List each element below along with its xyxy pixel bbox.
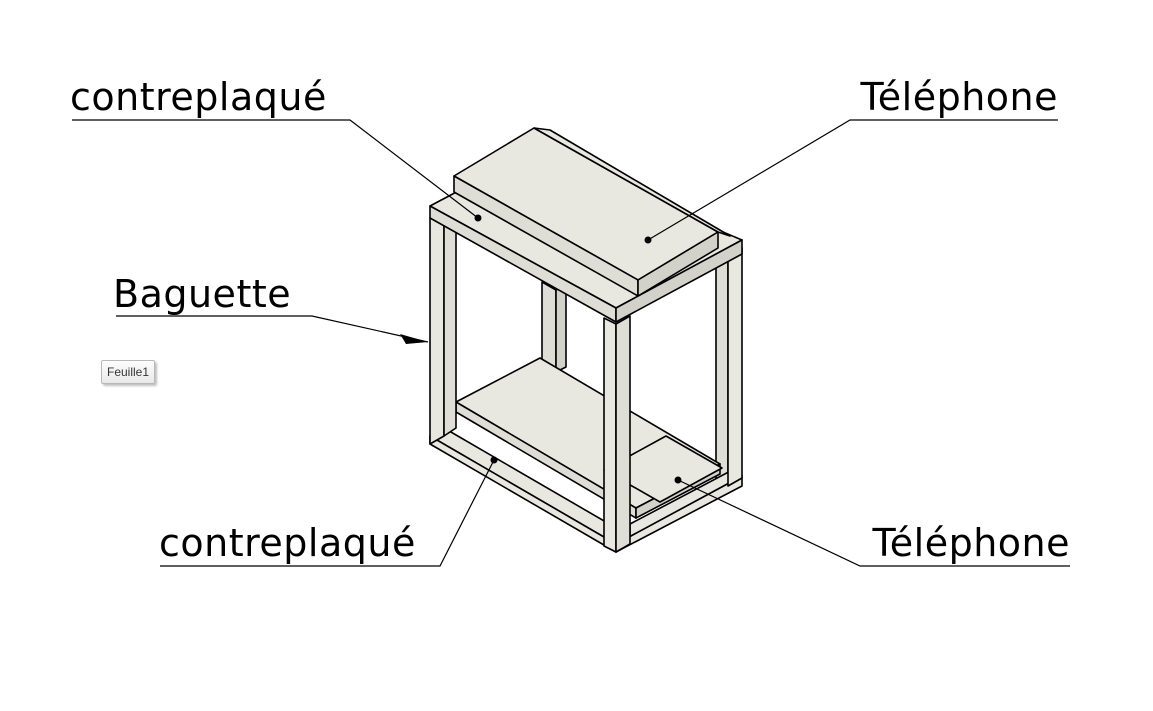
- callout-telephone-bottom: Téléphone: [872, 521, 1071, 565]
- callout-telephone-top: Téléphone: [860, 75, 1059, 119]
- right-front-post: [603, 315, 631, 553]
- bottom-plywood: [455, 357, 721, 519]
- callout-baguette: Baguette: [113, 272, 291, 316]
- callout-contreplaque-bottom: contreplaqué: [159, 521, 416, 565]
- left-front-post: [429, 209, 457, 445]
- arrowhead-icon: [400, 334, 428, 344]
- back-posts: [541, 255, 729, 485]
- right-back-post: [727, 247, 743, 487]
- top-phone-board: [453, 127, 731, 297]
- sheet-tab-feuille1[interactable]: Feuille1: [101, 360, 156, 384]
- leader-dots: [400, 214, 682, 484]
- leader-lines: [72, 119, 1070, 567]
- callout-contreplaque-top: contreplaqué: [70, 75, 327, 119]
- bottom-phone-board: [603, 435, 723, 503]
